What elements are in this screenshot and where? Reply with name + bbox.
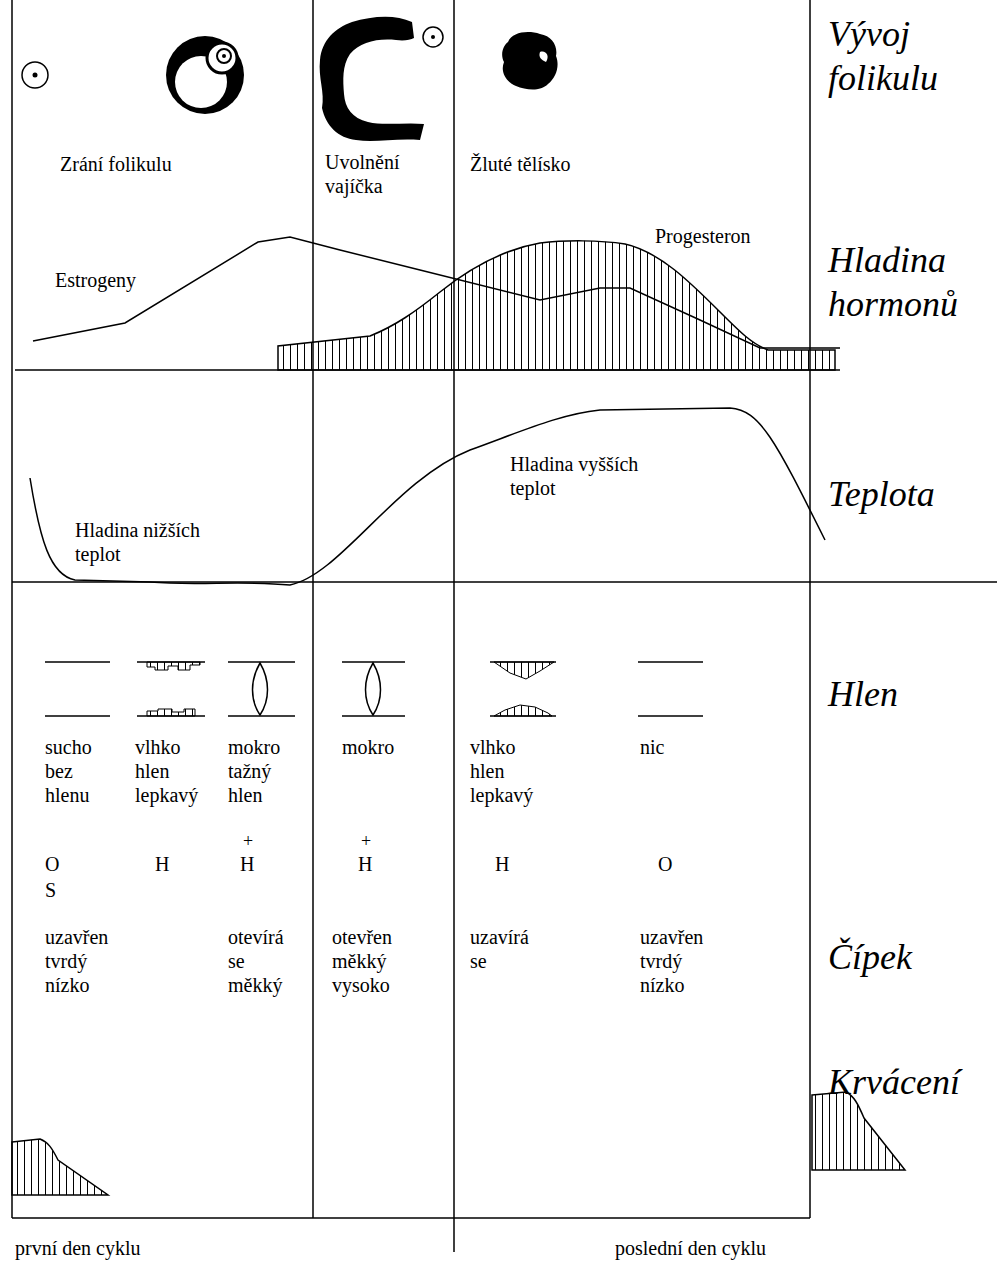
- row-heading: Teplota: [828, 472, 935, 516]
- chart-label: první den cyklu: [15, 1236, 141, 1260]
- chart-label: +: [361, 832, 371, 850]
- chart-label: sucho bez hlenu: [45, 735, 92, 807]
- chart-label: O: [45, 852, 59, 876]
- chart-label: H: [495, 852, 509, 876]
- chart-label: mokro: [342, 735, 394, 759]
- chart-label: H: [358, 852, 372, 876]
- chart-label: Estrogeny: [55, 268, 136, 292]
- row-heading: Hladina hormonů: [828, 238, 958, 326]
- chart-label: Hladina vyšších teplot: [510, 452, 675, 500]
- chart-label: H: [240, 852, 254, 876]
- chart-label: S: [45, 878, 56, 902]
- chart-label: H: [155, 852, 169, 876]
- chart-label: uzavřen tvrdý nízko: [640, 925, 703, 997]
- chart-label: poslední den cyklu: [615, 1236, 766, 1260]
- chart-label: mokro tažný hlen: [228, 735, 280, 807]
- row-heading: Hlen: [828, 672, 898, 716]
- chart-label: vlhko hlen lepkavý: [470, 735, 533, 807]
- chart-label: nic: [640, 735, 664, 759]
- chart-label: O: [658, 852, 672, 876]
- temperature-curve: [30, 408, 825, 585]
- chart-label: uzavřen tvrdý nízko: [45, 925, 108, 997]
- mucus-symbols: [45, 662, 703, 716]
- chart-label: vlhko hlen lepkavý: [135, 735, 198, 807]
- row-heading: Vývoj folikulu: [828, 12, 938, 100]
- chart-label: Žluté tělísko: [470, 152, 571, 176]
- hormone-curves: [33, 237, 840, 370]
- grid-lines: [12, 0, 997, 1252]
- chart-label: uzavírá se: [470, 925, 529, 973]
- chart-label: Hladina nižších teplot: [75, 518, 240, 566]
- follicle-illustration: [22, 17, 558, 141]
- row-heading: Čípek: [828, 935, 912, 979]
- chart-label: otevírá se měkký: [228, 925, 284, 997]
- bleeding-shapes: [12, 1092, 905, 1195]
- chart-label: +: [243, 832, 253, 850]
- chart-label: Uvolnění vajíčka: [325, 150, 399, 198]
- chart-label: Progesteron: [655, 224, 751, 248]
- row-heading: Krvácení: [828, 1060, 960, 1104]
- chart-label: Zrání folikulu: [60, 152, 172, 176]
- chart-label: otevřen měkký vysoko: [332, 925, 392, 997]
